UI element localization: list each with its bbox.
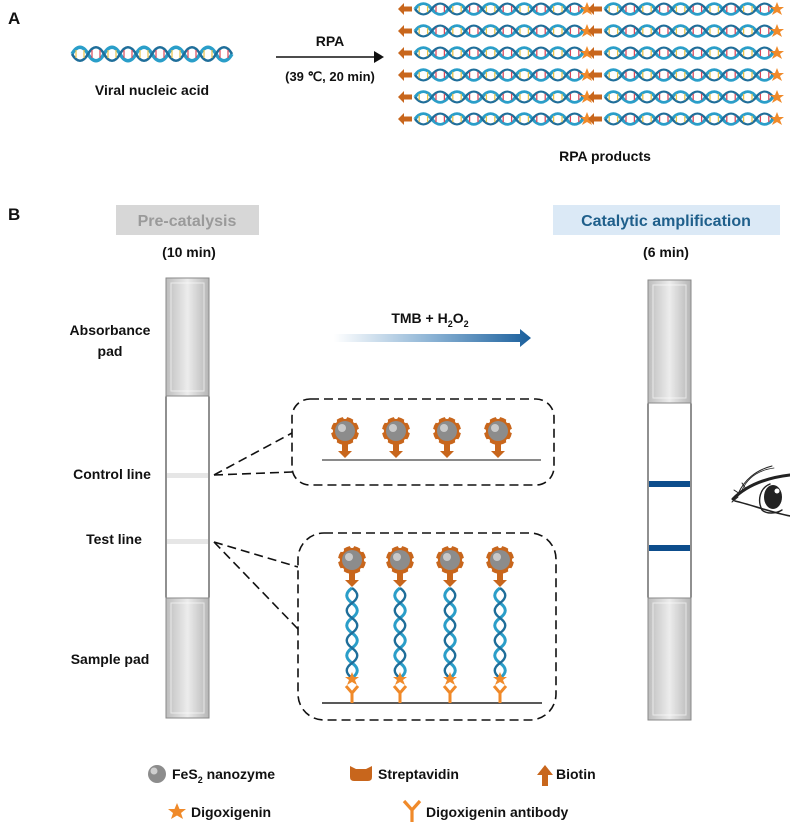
test-line-callout <box>213 532 557 721</box>
rpa-products-label: RPA products <box>559 148 651 164</box>
right-control-line <box>649 481 690 487</box>
antibody-icon <box>402 799 422 822</box>
rpa-arrow-head <box>374 51 384 63</box>
streptavidin-icon <box>350 766 372 781</box>
rpa-label: RPA <box>316 33 345 49</box>
pre-catalysis-time: (10 min) <box>162 244 216 260</box>
pre-catalysis-title: Pre-catalysis <box>138 213 237 230</box>
catalytic-title-bg <box>553 205 780 235</box>
panel-a-letter: A <box>8 9 20 28</box>
left-test-strip <box>165 277 210 719</box>
absorbance-pad-label-line1: Absorbance <box>70 322 151 338</box>
right-test-line <box>649 545 690 551</box>
legend-antibody-label: Digoxigenin antibody <box>426 804 569 820</box>
eye-icon <box>731 465 790 517</box>
digoxigenin-star-icon <box>168 803 186 819</box>
reagent-label: TMB + H2O2 <box>391 310 468 329</box>
legend-digoxigenin-label: Digoxigenin <box>191 804 271 820</box>
legend-biotin-label: Biotin <box>556 766 596 782</box>
test-line-label: Test line <box>86 531 142 547</box>
control-line-label: Control line <box>73 466 151 482</box>
legend-nanozyme-label: FeS2 nanozyme <box>172 766 275 785</box>
viral-nucleic-acid-label: Viral nucleic acid <box>95 82 209 98</box>
left-sample-pad <box>165 597 210 719</box>
right-absorbance-pad <box>647 279 692 404</box>
reagent-gradient-arrow <box>334 329 531 347</box>
sample-pad-label: Sample pad <box>71 651 150 667</box>
pre-catalysis-title-bg <box>116 205 259 235</box>
rpa-products-group <box>398 2 784 125</box>
biotin-icon <box>537 765 553 786</box>
catalytic-title: Catalytic amplification <box>581 213 751 230</box>
right-test-strip <box>647 279 692 721</box>
catalytic-time: (6 min) <box>643 244 689 260</box>
left-test-line <box>167 539 208 544</box>
left-control-line <box>167 473 208 478</box>
absorbance-pad-label-line2: pad <box>98 343 123 359</box>
viral-nucleic-acid-helix-icon <box>70 45 234 63</box>
panel-b-letter: B <box>8 205 20 224</box>
legend: FeS2 nanozyme Streptavidin Biotin Digoxi… <box>148 765 596 822</box>
control-line-callout <box>213 398 555 486</box>
left-absorbance-pad <box>165 277 210 397</box>
rpa-conditions: (39 ℃, 20 min) <box>285 69 375 84</box>
nanozyme-sphere-icon <box>148 765 166 783</box>
legend-streptavidin-label: Streptavidin <box>378 766 459 782</box>
right-sample-pad <box>647 597 692 721</box>
